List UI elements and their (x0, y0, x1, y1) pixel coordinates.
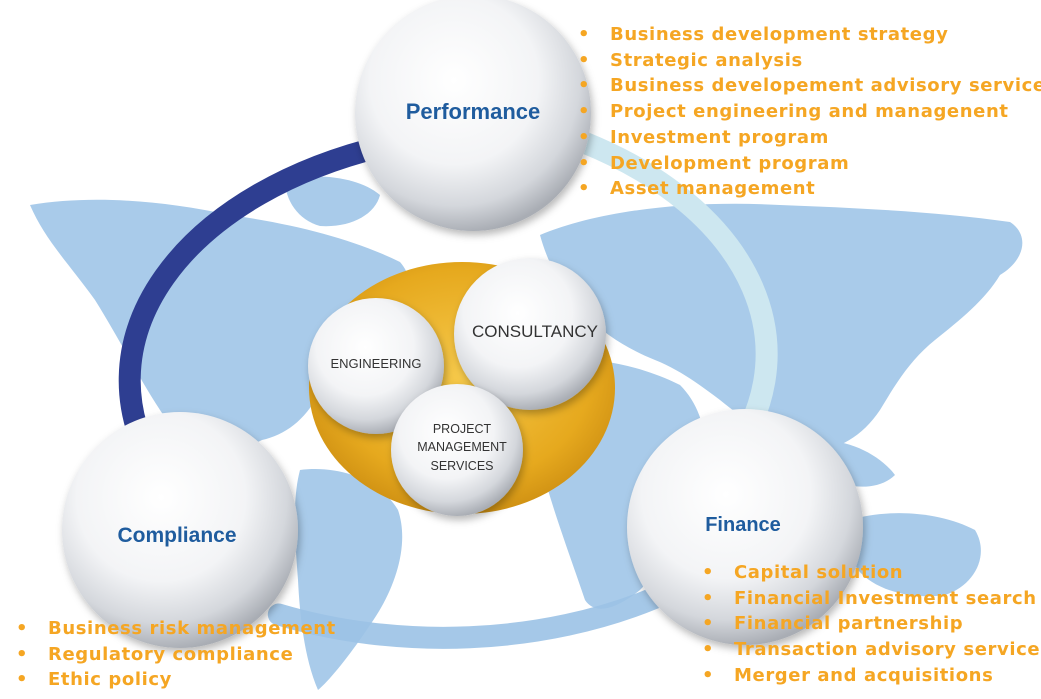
list-item: • Asset management (574, 176, 1041, 202)
list-item: • Merger and acquisitions (698, 663, 1040, 689)
ring-segment-finance-compliance (267, 587, 665, 649)
ring-segment-compliance-performance (118, 134, 398, 482)
list-item-label: Regulatory compliance (48, 643, 294, 665)
list-item-label: Investment program (610, 126, 830, 148)
list-item-label: Capital solution (734, 562, 904, 583)
finance-services-list: • Capital solution • Financial Investment … (698, 560, 1040, 689)
list-item-label: Strategic analysis (610, 49, 803, 71)
list-item-label: Ethic policy (48, 669, 173, 691)
project-management-label-line3: SERVICES (431, 459, 494, 473)
list-item-label: Merger and acquisitions (734, 664, 994, 686)
list-item-label: Financial Investment search (734, 587, 1037, 609)
bullet-icon: • (702, 639, 715, 661)
continent-eurasia (540, 203, 1023, 451)
list-item: • Financial partnership (698, 611, 1040, 637)
compliance-sphere (62, 412, 298, 648)
compliance-title: Compliance (117, 524, 236, 547)
list-item-label: Business risk management (48, 618, 336, 639)
list-item: • Business developement advisory service (574, 73, 1041, 99)
bullet-icon: • (578, 152, 591, 174)
list-item: • Project engineering and managenent (574, 99, 1041, 125)
consultancy-sphere (454, 258, 606, 410)
bullet-icon: • (702, 664, 715, 686)
engineering-label: ENGINEERING (330, 356, 421, 371)
performance-services-list: • Business development strategy • Strategi… (574, 22, 1041, 202)
list-item: • Transaction advisory service (698, 637, 1040, 663)
performance-title: Performance (406, 99, 541, 124)
list-item: • Ethic policy (12, 667, 336, 693)
bullet-icon: • (578, 178, 591, 200)
bullet-icon: • (578, 24, 591, 45)
bullet-icon: • (578, 101, 591, 123)
list-item: • Investment program (574, 125, 1041, 151)
compliance-services-list: • Business risk management • Regulatory co… (12, 616, 336, 693)
list-item-label: Transaction advisory service (734, 639, 1041, 661)
bullet-icon: • (16, 669, 29, 691)
center-hub: ENGINEERING CONSULTANCY PROJECT MANAGEME… (308, 258, 615, 516)
project-management-sphere (391, 384, 523, 516)
list-item: • Development program (574, 151, 1041, 177)
list-item-label: Business development strategy (610, 24, 949, 45)
list-item: • Business risk management (12, 616, 336, 642)
continent-greenland (285, 176, 380, 227)
continent-north-america (30, 199, 409, 495)
bullet-icon: • (578, 75, 591, 97)
finance-sphere (627, 409, 863, 645)
continent-australia (847, 513, 981, 597)
list-item: • Financial Investment search (698, 586, 1040, 612)
list-item-label: Business developement advisory service (610, 75, 1041, 97)
finance-title: Finance (705, 514, 781, 536)
bullet-icon: • (578, 126, 591, 148)
bullet-icon: • (702, 613, 715, 635)
performance-node: Performance (355, 0, 591, 231)
list-item-label: Financial partnership (734, 613, 964, 635)
bullet-icon: • (702, 562, 715, 583)
bullet-icon: • (16, 643, 29, 665)
project-management-label-line1: PROJECT (433, 422, 492, 436)
performance-sphere (355, 0, 591, 231)
list-item-label: Development program (610, 152, 850, 174)
finance-node: Finance (627, 409, 863, 645)
list-item-label: Asset management (610, 178, 816, 200)
compliance-node: Compliance (62, 412, 298, 648)
project-management-label-line2: MANAGEMENT (417, 440, 507, 454)
list-item: • Capital solution (698, 560, 1040, 586)
list-item: • Regulatory compliance (12, 642, 336, 668)
list-item-label: Project engineering and managenent (610, 101, 1009, 123)
bullet-icon: • (702, 587, 715, 609)
bullet-icon: • (16, 618, 29, 639)
consultancy-label: CONSULTANCY (472, 322, 598, 341)
list-item: • Strategic analysis (574, 48, 1041, 74)
bullet-icon: • (578, 49, 591, 71)
list-item: • Business development strategy (574, 22, 1041, 48)
engineering-sphere (308, 298, 444, 434)
